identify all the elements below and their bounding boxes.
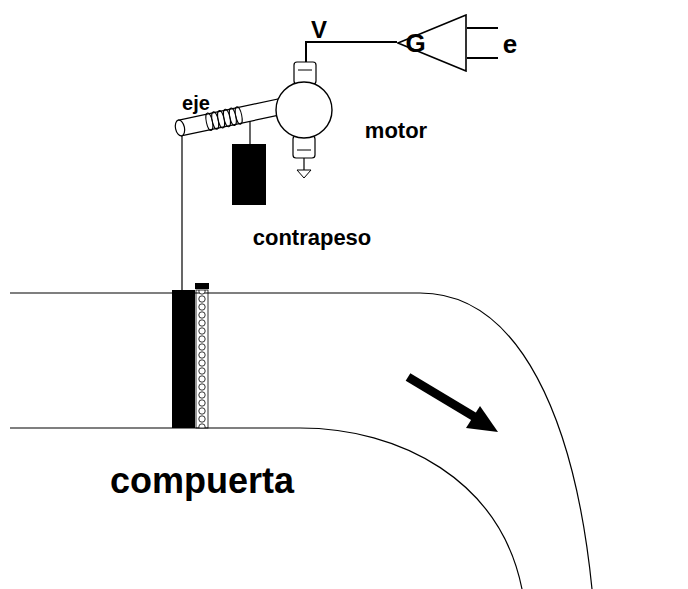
channel-wall (10, 293, 592, 589)
part-name: contrapeso (253, 227, 372, 249)
signal-name: e (503, 31, 517, 57)
part-name: motor (365, 120, 427, 142)
gate (172, 290, 195, 428)
motor-symbol (276, 62, 332, 178)
part-name: eje (182, 93, 210, 113)
counterweight (232, 144, 266, 205)
amplifier-gain: G (405, 30, 425, 56)
gate-rack (196, 290, 208, 428)
wire (306, 42, 397, 62)
signal-name: V (311, 18, 327, 42)
amplifier-triangle: G (397, 14, 467, 72)
rope (181, 136, 182, 290)
flow-arrow (408, 377, 498, 432)
channel-wall (10, 428, 522, 589)
wire (467, 27, 498, 29)
part-name: compuerta (110, 463, 294, 499)
wire (467, 57, 498, 59)
rack-cap (195, 283, 209, 289)
